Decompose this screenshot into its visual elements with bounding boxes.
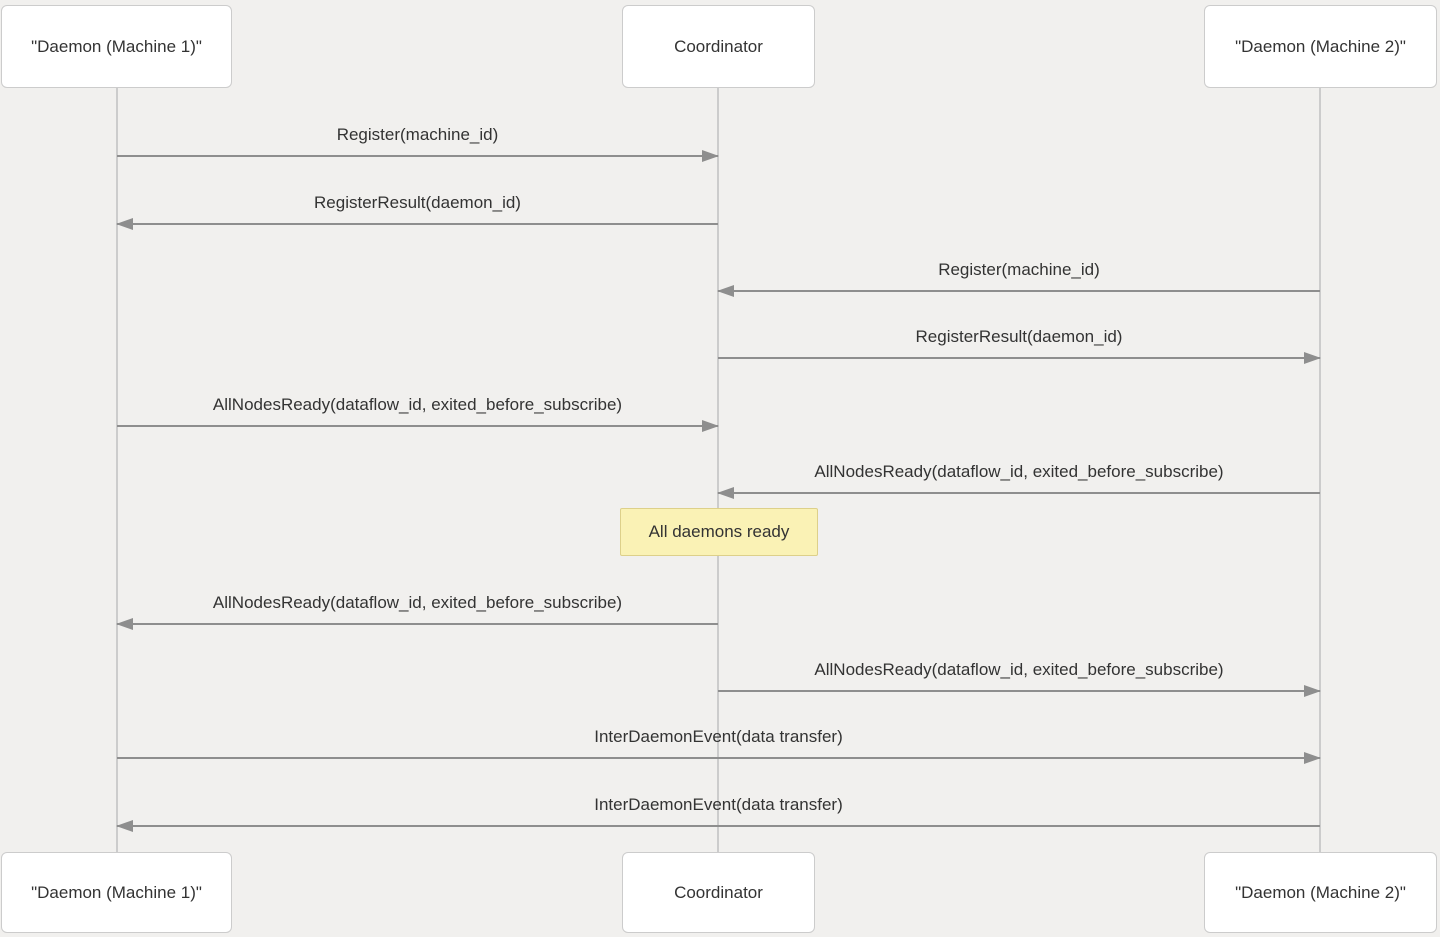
arrowhead-left-icon xyxy=(116,820,133,832)
message-label: AllNodesReady(dataflow_id, exited_before… xyxy=(814,462,1224,481)
message-label: AllNodesReady(dataflow_id, exited_before… xyxy=(212,593,623,612)
message-arrow xyxy=(116,820,1320,832)
message-label: AllNodesReady(dataflow_id, exited_before… xyxy=(212,395,623,414)
arrowhead-left-icon xyxy=(717,285,734,297)
arrowhead-left-icon xyxy=(116,218,133,230)
lifeline-coordinator xyxy=(717,88,719,853)
message-arrow xyxy=(717,285,1320,297)
arrowhead-right-icon xyxy=(1304,352,1321,364)
arrowhead-right-icon xyxy=(1304,752,1321,764)
message-arrow xyxy=(718,352,1321,364)
participant-daemon1-bottom: "Daemon (Machine 1)" xyxy=(1,852,232,933)
message-arrow xyxy=(117,420,719,432)
note-label: All daemons ready xyxy=(648,522,790,541)
message-arrow xyxy=(117,150,719,162)
participant-label: "Daemon (Machine 2)" xyxy=(1235,36,1406,56)
lifeline-daemon1 xyxy=(116,88,118,853)
message-label: Register(machine_id) xyxy=(938,260,1100,279)
participant-label: "Daemon (Machine 2)" xyxy=(1235,882,1406,902)
message-label: AllNodesReady(dataflow_id, exited_before… xyxy=(814,660,1224,679)
participant-label: Coordinator xyxy=(674,36,763,56)
lifeline-daemon2 xyxy=(1319,88,1321,853)
arrowhead-left-icon xyxy=(717,487,734,499)
message-label: InterDaemonEvent(data transfer) xyxy=(594,795,843,814)
participant-label: Coordinator xyxy=(674,882,763,902)
note-all-daemons-ready: All daemons ready xyxy=(620,508,818,556)
participant-label: "Daemon (Machine 1)" xyxy=(31,882,202,902)
participant-coordinator-top: Coordinator xyxy=(622,5,815,88)
message-arrow xyxy=(717,487,1320,499)
message-arrow xyxy=(116,218,718,230)
participant-label: "Daemon (Machine 1)" xyxy=(31,36,202,56)
message-label: InterDaemonEvent(data transfer) xyxy=(594,727,843,746)
participant-daemon2-top: "Daemon (Machine 2)" xyxy=(1204,5,1437,88)
message-arrow xyxy=(718,685,1321,697)
participant-daemon1-top: "Daemon (Machine 1)" xyxy=(1,5,232,88)
message-arrow xyxy=(116,618,718,630)
arrowhead-left-icon xyxy=(116,618,133,630)
arrowhead-right-icon xyxy=(1304,685,1321,697)
arrowhead-right-icon xyxy=(702,420,719,432)
participant-daemon2-bottom: "Daemon (Machine 2)" xyxy=(1204,852,1437,933)
message-label: RegisterResult(daemon_id) xyxy=(915,327,1123,346)
arrowhead-right-icon xyxy=(702,150,719,162)
message-label: RegisterResult(daemon_id) xyxy=(314,193,521,212)
message-arrow xyxy=(117,752,1321,764)
message-label: Register(machine_id) xyxy=(336,125,499,144)
participant-coordinator-bottom: Coordinator xyxy=(622,852,815,933)
